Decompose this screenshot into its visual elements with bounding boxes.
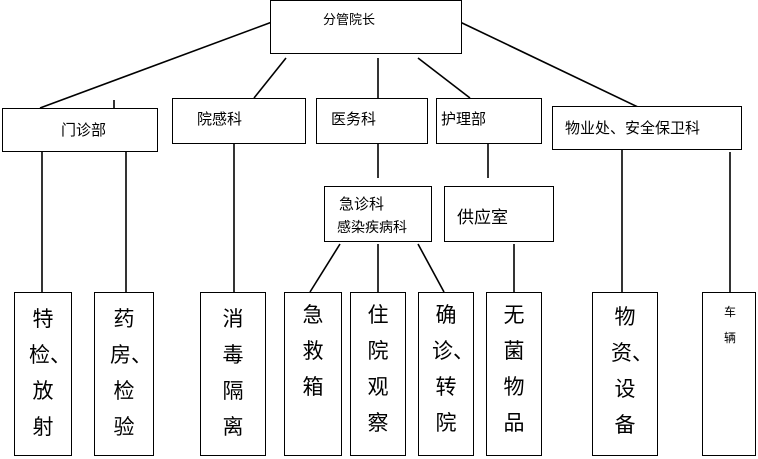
leaf-pharmacy-lab: 药房、检验	[94, 292, 154, 456]
box-property-security: 物业处、安全保卫科	[552, 106, 742, 150]
leaf-materials-equipment: 物资、设备	[592, 292, 658, 456]
outpatient-dept-label: 门诊部	[61, 121, 107, 139]
medical-affairs-label: 医务科	[331, 110, 377, 128]
leaf-disinfection-isolation: 消毒隔离	[200, 292, 266, 456]
vice-president-label: 分管院长	[323, 13, 376, 28]
first-aid-kit-label: 急救箱	[302, 303, 324, 399]
pharmacy-lab-label: 药房、检验	[110, 307, 152, 439]
infection-control-label: 院感科	[197, 110, 243, 128]
leaf-first-aid-kit: 急救箱	[284, 292, 342, 456]
leaf-special-exam-radiology: 特检、放射	[14, 292, 72, 456]
disinfection-isolation-label: 消毒隔离	[222, 307, 244, 439]
box-nursing-dept: 护理部	[436, 98, 542, 144]
connector-line	[459, 21, 641, 109]
inpatient-observation-label: 住院观察	[367, 303, 389, 435]
box-emergency-infection: 急诊科 感染疾病科	[324, 186, 432, 242]
connector-line	[253, 57, 287, 99]
emergency-dept-label: 急诊科	[339, 195, 385, 213]
sterile-items-label: 无菌物品	[503, 303, 525, 435]
supply-room-label: 供应室	[457, 208, 508, 228]
leaf-vehicles: 车辆	[702, 292, 756, 456]
vehicles-label: 车辆	[723, 305, 736, 345]
connector-line	[417, 57, 471, 99]
diagnosis-transfer-label: 确诊、转院	[432, 303, 474, 435]
property-security-label: 物业处、安全保卫科	[565, 119, 701, 137]
infectious-disease-label: 感染疾病科	[337, 220, 407, 236]
materials-equipment-label: 物资、设备	[611, 305, 653, 437]
connector-line	[39, 21, 273, 109]
connector-line	[309, 243, 341, 293]
special-exam-radiology-label: 特检、放射	[29, 307, 71, 439]
box-supply-room: 供应室	[444, 186, 554, 242]
box-medical-affairs: 医务科	[316, 98, 428, 144]
connector-line	[417, 243, 445, 293]
leaf-sterile-items: 无菌物品	[486, 292, 542, 456]
box-vice-president: 分管院长	[270, 0, 462, 54]
nursing-dept-label: 护理部	[441, 110, 487, 128]
leaf-diagnosis-transfer: 确诊、转院	[418, 292, 474, 456]
box-infection-control: 院感科	[172, 98, 306, 144]
leaf-inpatient-observation: 住院观察	[350, 292, 406, 456]
box-outpatient-dept: 门诊部	[2, 108, 158, 152]
